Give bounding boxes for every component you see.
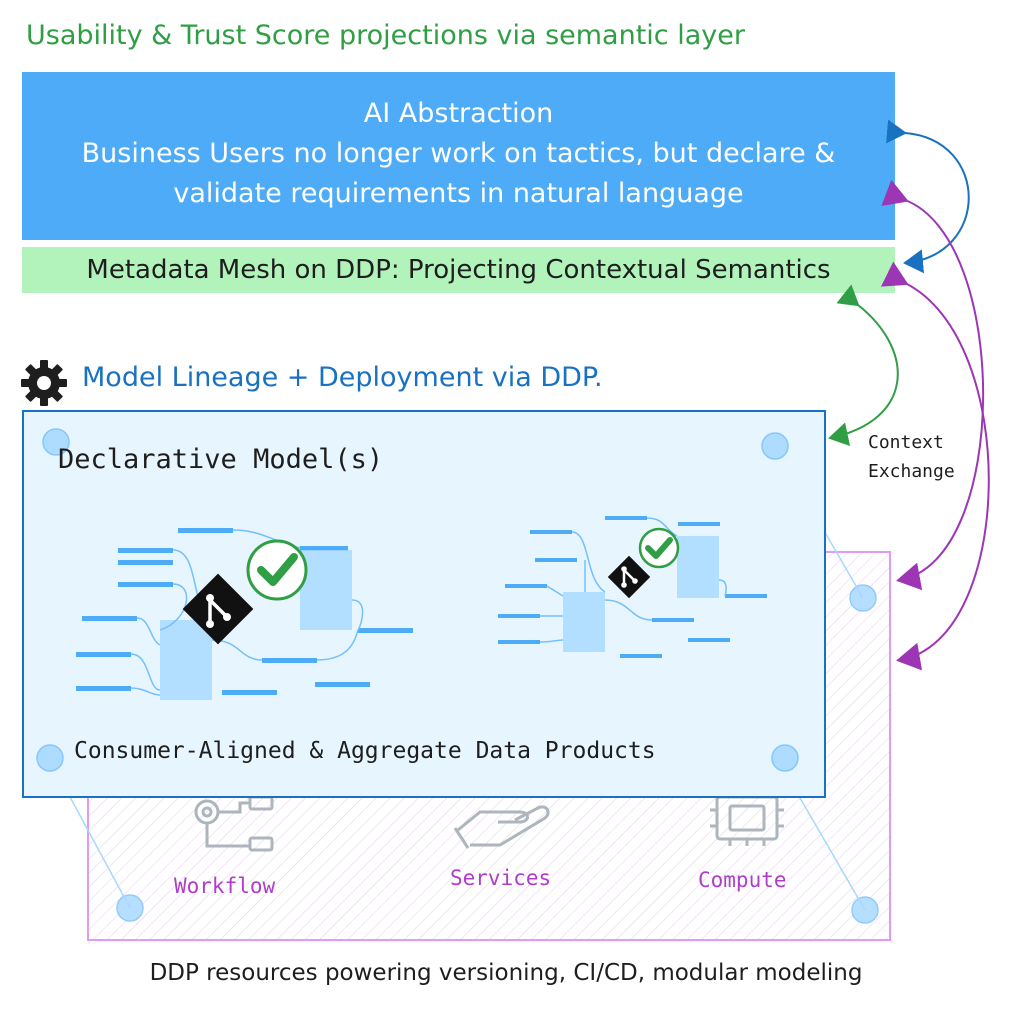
declarative-model-box (22, 410, 826, 798)
ai-abstraction-box: AI Abstraction Business Users no longer … (22, 72, 895, 240)
workflow-icon (194, 795, 274, 852)
workflow-label: Workflow (174, 874, 276, 898)
ai-abstraction-line2: Business Users no longer work on tactics… (81, 138, 836, 169)
ai-abstraction-title: AI Abstraction (363, 98, 554, 129)
context-exchange-line1: Context (868, 432, 944, 453)
metadata-mesh-box: Metadata Mesh on DDP: Projecting Context… (22, 247, 895, 293)
diagram-heading: Usability & Trust Score projections via … (26, 20, 745, 51)
ai-resources-arrow (881, 179, 985, 591)
data-products-label: Consumer-Aligned & Aggregate Data Produc… (74, 738, 656, 764)
model-lineage-label: Model Lineage + Deployment via DDP. (82, 362, 603, 393)
declarative-models-title: Declarative Model(s) (58, 444, 384, 475)
context-exchange-arrow (828, 284, 899, 446)
context-exchange-label: Context Exchange (868, 428, 955, 486)
footer-caption: DDP resources powering versioning, CI/CD… (149, 960, 863, 986)
mesh-resources-arrow (880, 261, 990, 671)
ai-abstraction-line3: validate requirements in natural languag… (173, 178, 744, 209)
services-label: Services (450, 866, 552, 890)
context-exchange-line2: Exchange (868, 461, 955, 482)
services-icon (453, 805, 550, 849)
gear-icon (21, 360, 67, 406)
compute-label: Compute (698, 868, 787, 892)
ai-mesh-arrow (886, 119, 970, 274)
